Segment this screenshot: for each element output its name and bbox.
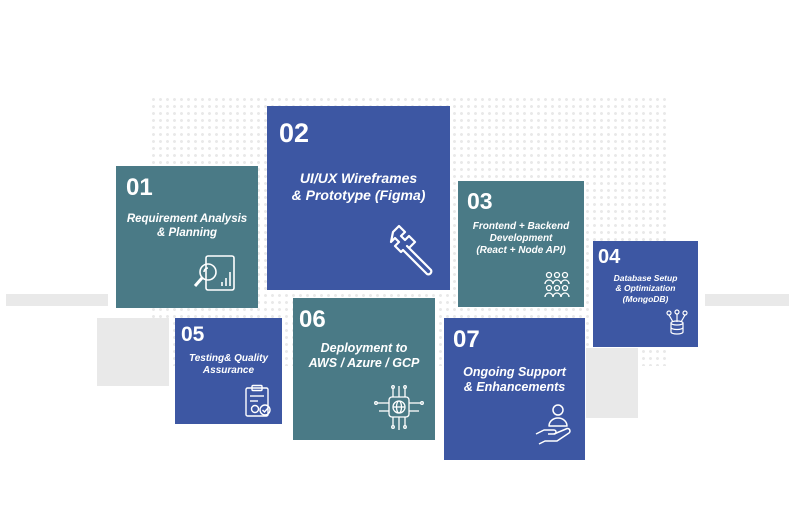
- left-gray-band: [6, 294, 108, 306]
- step-title: Frontend + Backend Development (React + …: [472, 221, 570, 257]
- step-title: UI/UX Wireframes & Prototype (Figma): [291, 170, 426, 204]
- gray-block-right: [586, 348, 638, 418]
- step-number: 03: [467, 188, 493, 214]
- step-title: Ongoing Support & Enhancements: [463, 365, 566, 395]
- step-title: Deployment to AWS / Azure / GCP: [308, 341, 420, 371]
- database-icon: [664, 309, 690, 337]
- team-people-icon: [542, 271, 572, 299]
- analysis-magnifier-chart-icon: [192, 252, 240, 298]
- step-number: 02: [279, 118, 310, 148]
- step-number: 07: [453, 326, 480, 353]
- wrench-icon: [385, 222, 437, 278]
- step-number: 06: [299, 306, 326, 333]
- step-number: 04: [598, 246, 621, 268]
- step-tile-02: 02 UI/UX Wireframes & Prototype (Figma): [267, 106, 450, 290]
- step-title: Requirement Analysis & Planning: [126, 213, 248, 240]
- step-title: Database Setup & Optimization (MongoDB): [613, 273, 678, 304]
- step-tile-05: 05 Testing& Quality Assurance: [175, 318, 282, 424]
- step-tile-01: 01 Requirement Analysis & Planning: [116, 166, 258, 308]
- clipboard-checklist-icon: [243, 384, 273, 418]
- step-tile-04: 04 Database Setup & Optimization (MongoD…: [593, 241, 698, 347]
- right-gray-band: [705, 294, 789, 306]
- step-tile-06: 06 Deployment to AWS / Azure / GCP: [293, 298, 435, 440]
- step-number: 01: [126, 174, 153, 201]
- step-title: Testing& Quality Assurance: [188, 353, 269, 377]
- gray-block-left: [97, 318, 169, 386]
- step-tile-07: 07 Ongoing Support & Enhancements: [444, 318, 585, 460]
- step-tile-03: 03 Frontend + Backend Development (React…: [458, 181, 584, 307]
- step-number: 05: [181, 323, 205, 346]
- hand-support-person-icon: [534, 402, 578, 446]
- globe-circuit-icon: [371, 384, 427, 434]
